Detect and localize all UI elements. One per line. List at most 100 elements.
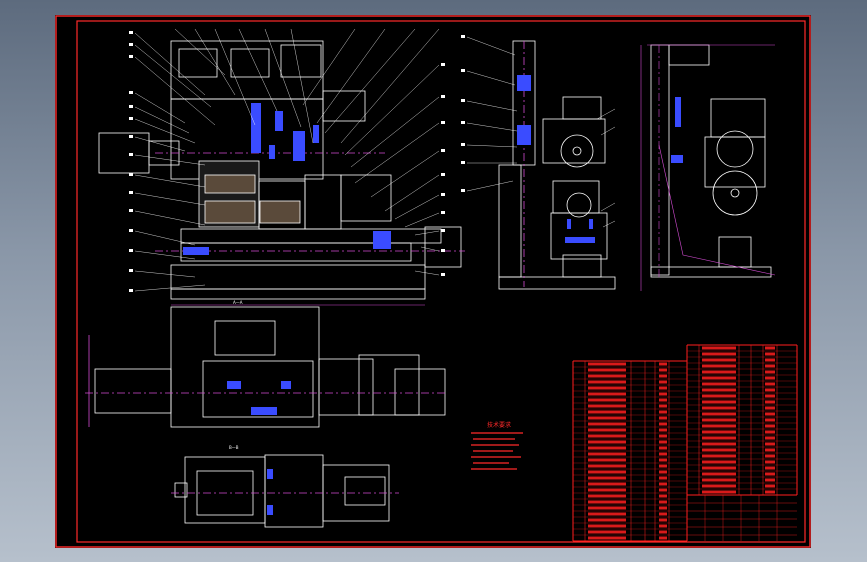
table-cell-text — [659, 416, 667, 420]
table-cell-text — [702, 466, 736, 470]
table-cell-text — [702, 442, 736, 446]
table-cell-text — [588, 470, 626, 474]
table-cell-text — [659, 368, 667, 372]
notes-text-marks — [471, 432, 523, 470]
table-cell-text — [702, 352, 736, 356]
front-view-leaders — [134, 28, 440, 292]
table-cell-text — [702, 358, 736, 362]
table-cell-text — [659, 458, 667, 462]
table-cell-text — [588, 440, 626, 444]
table-cell-text — [659, 428, 667, 432]
table-cell-text — [702, 394, 736, 398]
table-cell-text — [659, 440, 667, 444]
table-cell-text — [765, 382, 775, 386]
table-cell-text — [659, 410, 667, 414]
table-cell-text — [765, 424, 775, 428]
table-cell-text — [765, 388, 775, 392]
right-view-blue-parts — [671, 97, 683, 163]
table-cell-text — [702, 460, 736, 464]
table-cell-text — [765, 466, 775, 470]
table-cell-text — [588, 500, 626, 504]
table-cell-text — [659, 434, 667, 438]
table-cell-text — [702, 448, 736, 452]
table-cell-text — [588, 452, 626, 456]
side-view-leaders — [466, 36, 616, 228]
table-cell-text — [588, 368, 626, 372]
table-cell-text — [588, 392, 626, 396]
table-cell-text — [702, 418, 736, 422]
table-cell-text — [702, 346, 736, 350]
table-cell-text — [659, 488, 667, 492]
table-cell-text — [659, 374, 667, 378]
side-view — [498, 40, 616, 290]
drawing-sheet: A—A B—B 技术要求 — [55, 15, 811, 548]
table-cell-text — [702, 388, 736, 392]
table-cell-text — [659, 446, 667, 450]
table-cell-text — [765, 376, 775, 380]
table-cell-text — [659, 506, 667, 510]
table-cell-text — [588, 536, 626, 540]
table-cell-text — [659, 362, 667, 366]
table-cell-text — [588, 446, 626, 450]
table-cell-text — [702, 376, 736, 380]
table-cell-text — [659, 470, 667, 474]
table-cell-text — [659, 452, 667, 456]
table-cell-text — [765, 352, 775, 356]
section-b-b-label: B—B — [229, 445, 239, 450]
table-cell-text — [765, 418, 775, 422]
table-cell-text — [702, 472, 736, 476]
table-cell-text — [765, 472, 775, 476]
cad-drawing: A—A B—B 技术要求 — [55, 15, 811, 548]
section-a-a-label: A—A — [233, 300, 243, 305]
table-cell-text — [588, 506, 626, 510]
table-cell-text — [702, 406, 736, 410]
section-a-a — [85, 306, 446, 428]
table-cell-text — [659, 512, 667, 516]
table-cell-text — [702, 454, 736, 458]
table-cell-text — [588, 488, 626, 492]
table-cell-text — [765, 460, 775, 464]
table-cell-text — [765, 454, 775, 458]
table-cell-text — [659, 392, 667, 396]
table-cell-text — [588, 464, 626, 468]
right-view-dims — [640, 44, 776, 291]
table-cell-text — [765, 364, 775, 368]
technical-notes: 技术要求 — [471, 421, 523, 470]
table-cell-text — [702, 400, 736, 404]
table-cell-text — [659, 386, 667, 390]
front-view-blue-parts — [183, 103, 391, 255]
table-cell-text — [702, 382, 736, 386]
table-cell-text — [765, 478, 775, 482]
table-cell-text — [588, 512, 626, 516]
table-cell-text — [659, 500, 667, 504]
table-cell-text — [659, 536, 667, 540]
table-cell-text — [702, 370, 736, 374]
table-cell-text — [588, 458, 626, 462]
side-view-blue-parts — [517, 75, 595, 243]
table-cell-text — [588, 374, 626, 378]
table-cell-text — [659, 464, 667, 468]
table-cell-text — [588, 362, 626, 366]
table-cell-text — [765, 346, 775, 350]
table-cell-text — [659, 530, 667, 534]
section-b-b — [171, 454, 399, 528]
right-view — [650, 44, 772, 278]
table-cell-text — [588, 398, 626, 402]
table-cell-text — [588, 482, 626, 486]
table-cell-text — [588, 404, 626, 408]
table-cell-text — [659, 476, 667, 480]
table-cell-text — [765, 436, 775, 440]
table-cell-text — [765, 406, 775, 410]
table-cell-text — [588, 410, 626, 414]
table-cell-text — [588, 386, 626, 390]
table-cell-text — [588, 524, 626, 528]
table-cell-text — [659, 524, 667, 528]
table-cell-text — [765, 400, 775, 404]
table-cell-text — [702, 478, 736, 482]
table-cell-text — [588, 494, 626, 498]
notes-title: 技术要求 — [487, 421, 511, 429]
front-view — [98, 40, 465, 300]
table-cell-text — [588, 530, 626, 534]
table-cell-text — [702, 490, 736, 494]
section-b-b-blue-parts — [267, 469, 273, 515]
